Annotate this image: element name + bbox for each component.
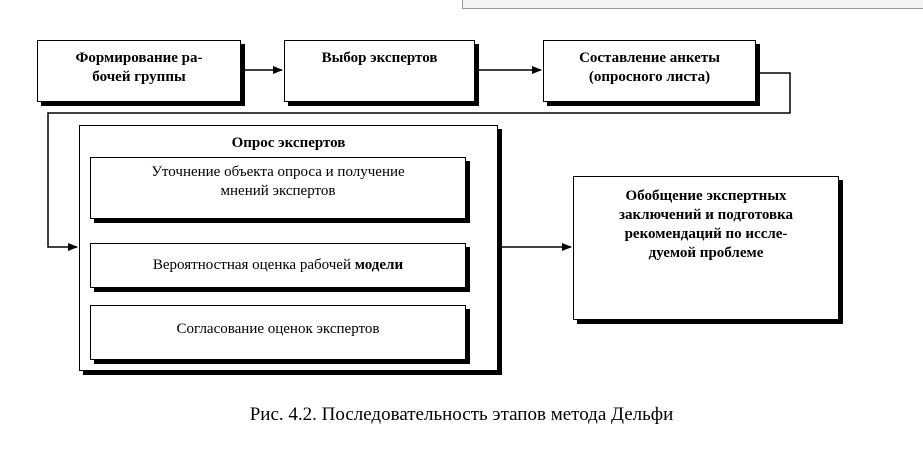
box-select-experts-label: Выбор экспертов xyxy=(321,50,438,66)
survey-step-evaluate: Вероятностная оценка рабочей модели xyxy=(90,243,466,288)
survey-step-clarify: Уточнение объекта опроса и получение мне… xyxy=(90,157,466,219)
survey-step-evaluate-bold: модели xyxy=(354,257,404,273)
survey-step-evaluate-label: Вероятностная оценка рабочей xyxy=(152,257,355,273)
box-summary: Обобщение экспертных заключений и подгот… xyxy=(573,176,839,320)
survey-step-clarify-label: Уточнение объекта опроса и получение мне… xyxy=(151,164,405,199)
survey-title: Опрос экспертов xyxy=(231,135,346,151)
survey-step-agree: Согласование оценок экспертов xyxy=(90,305,466,360)
window-edge xyxy=(462,0,923,9)
box-summary-label: Обобщение экспертных заключений и подгот… xyxy=(618,188,794,261)
box-questionnaire: Составление анкеты (опросного листа) xyxy=(543,40,756,102)
box-questionnaire-label: Составление анкеты (опросного листа) xyxy=(579,50,720,85)
figure-caption: Рис. 4.2. Последовательность этапов мето… xyxy=(249,404,674,425)
survey-step-agree-label: Согласование оценок экспертов xyxy=(176,321,380,337)
box-forming-group: Формирование ра- бочей группы xyxy=(37,40,241,102)
box-select-experts: Выбор экспертов xyxy=(284,40,475,102)
arrow-questionnaire-to-survey xyxy=(47,72,791,251)
box-forming-group-label: Формирование ра- бочей группы xyxy=(75,50,203,85)
